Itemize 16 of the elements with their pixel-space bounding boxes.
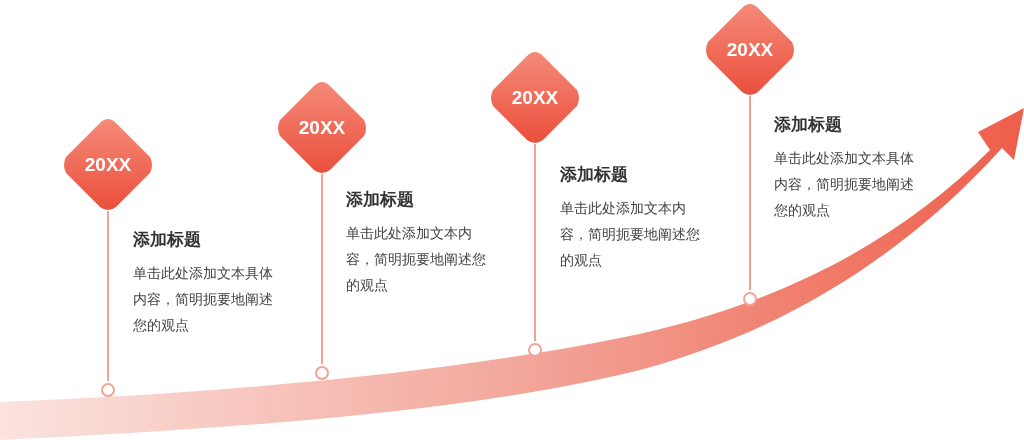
marker-circle [743,292,757,306]
connector-line [749,95,751,291]
heading: 添加标题 [133,228,201,251]
heading: 添加标题 [774,113,842,136]
description: 单击此处添加文本具体内容，简明扼要地阐述您的观点 [133,264,274,335]
description: 单击此处添加文本内容，简明扼要地阐述您的观点 [560,199,701,270]
connector-line [534,143,536,342]
marker-circle [101,383,115,397]
heading: 添加标题 [560,163,628,186]
marker-circle [528,343,542,357]
connector-line [321,173,323,365]
connector-line [107,210,109,382]
heading: 添加标题 [346,188,414,211]
description: 单击此处添加文本具体内容，简明扼要地阐述您的观点 [774,149,915,220]
description: 单击此处添加文本内容，简明扼要地阐述您的观点 [346,224,487,295]
marker-circle [315,366,329,380]
